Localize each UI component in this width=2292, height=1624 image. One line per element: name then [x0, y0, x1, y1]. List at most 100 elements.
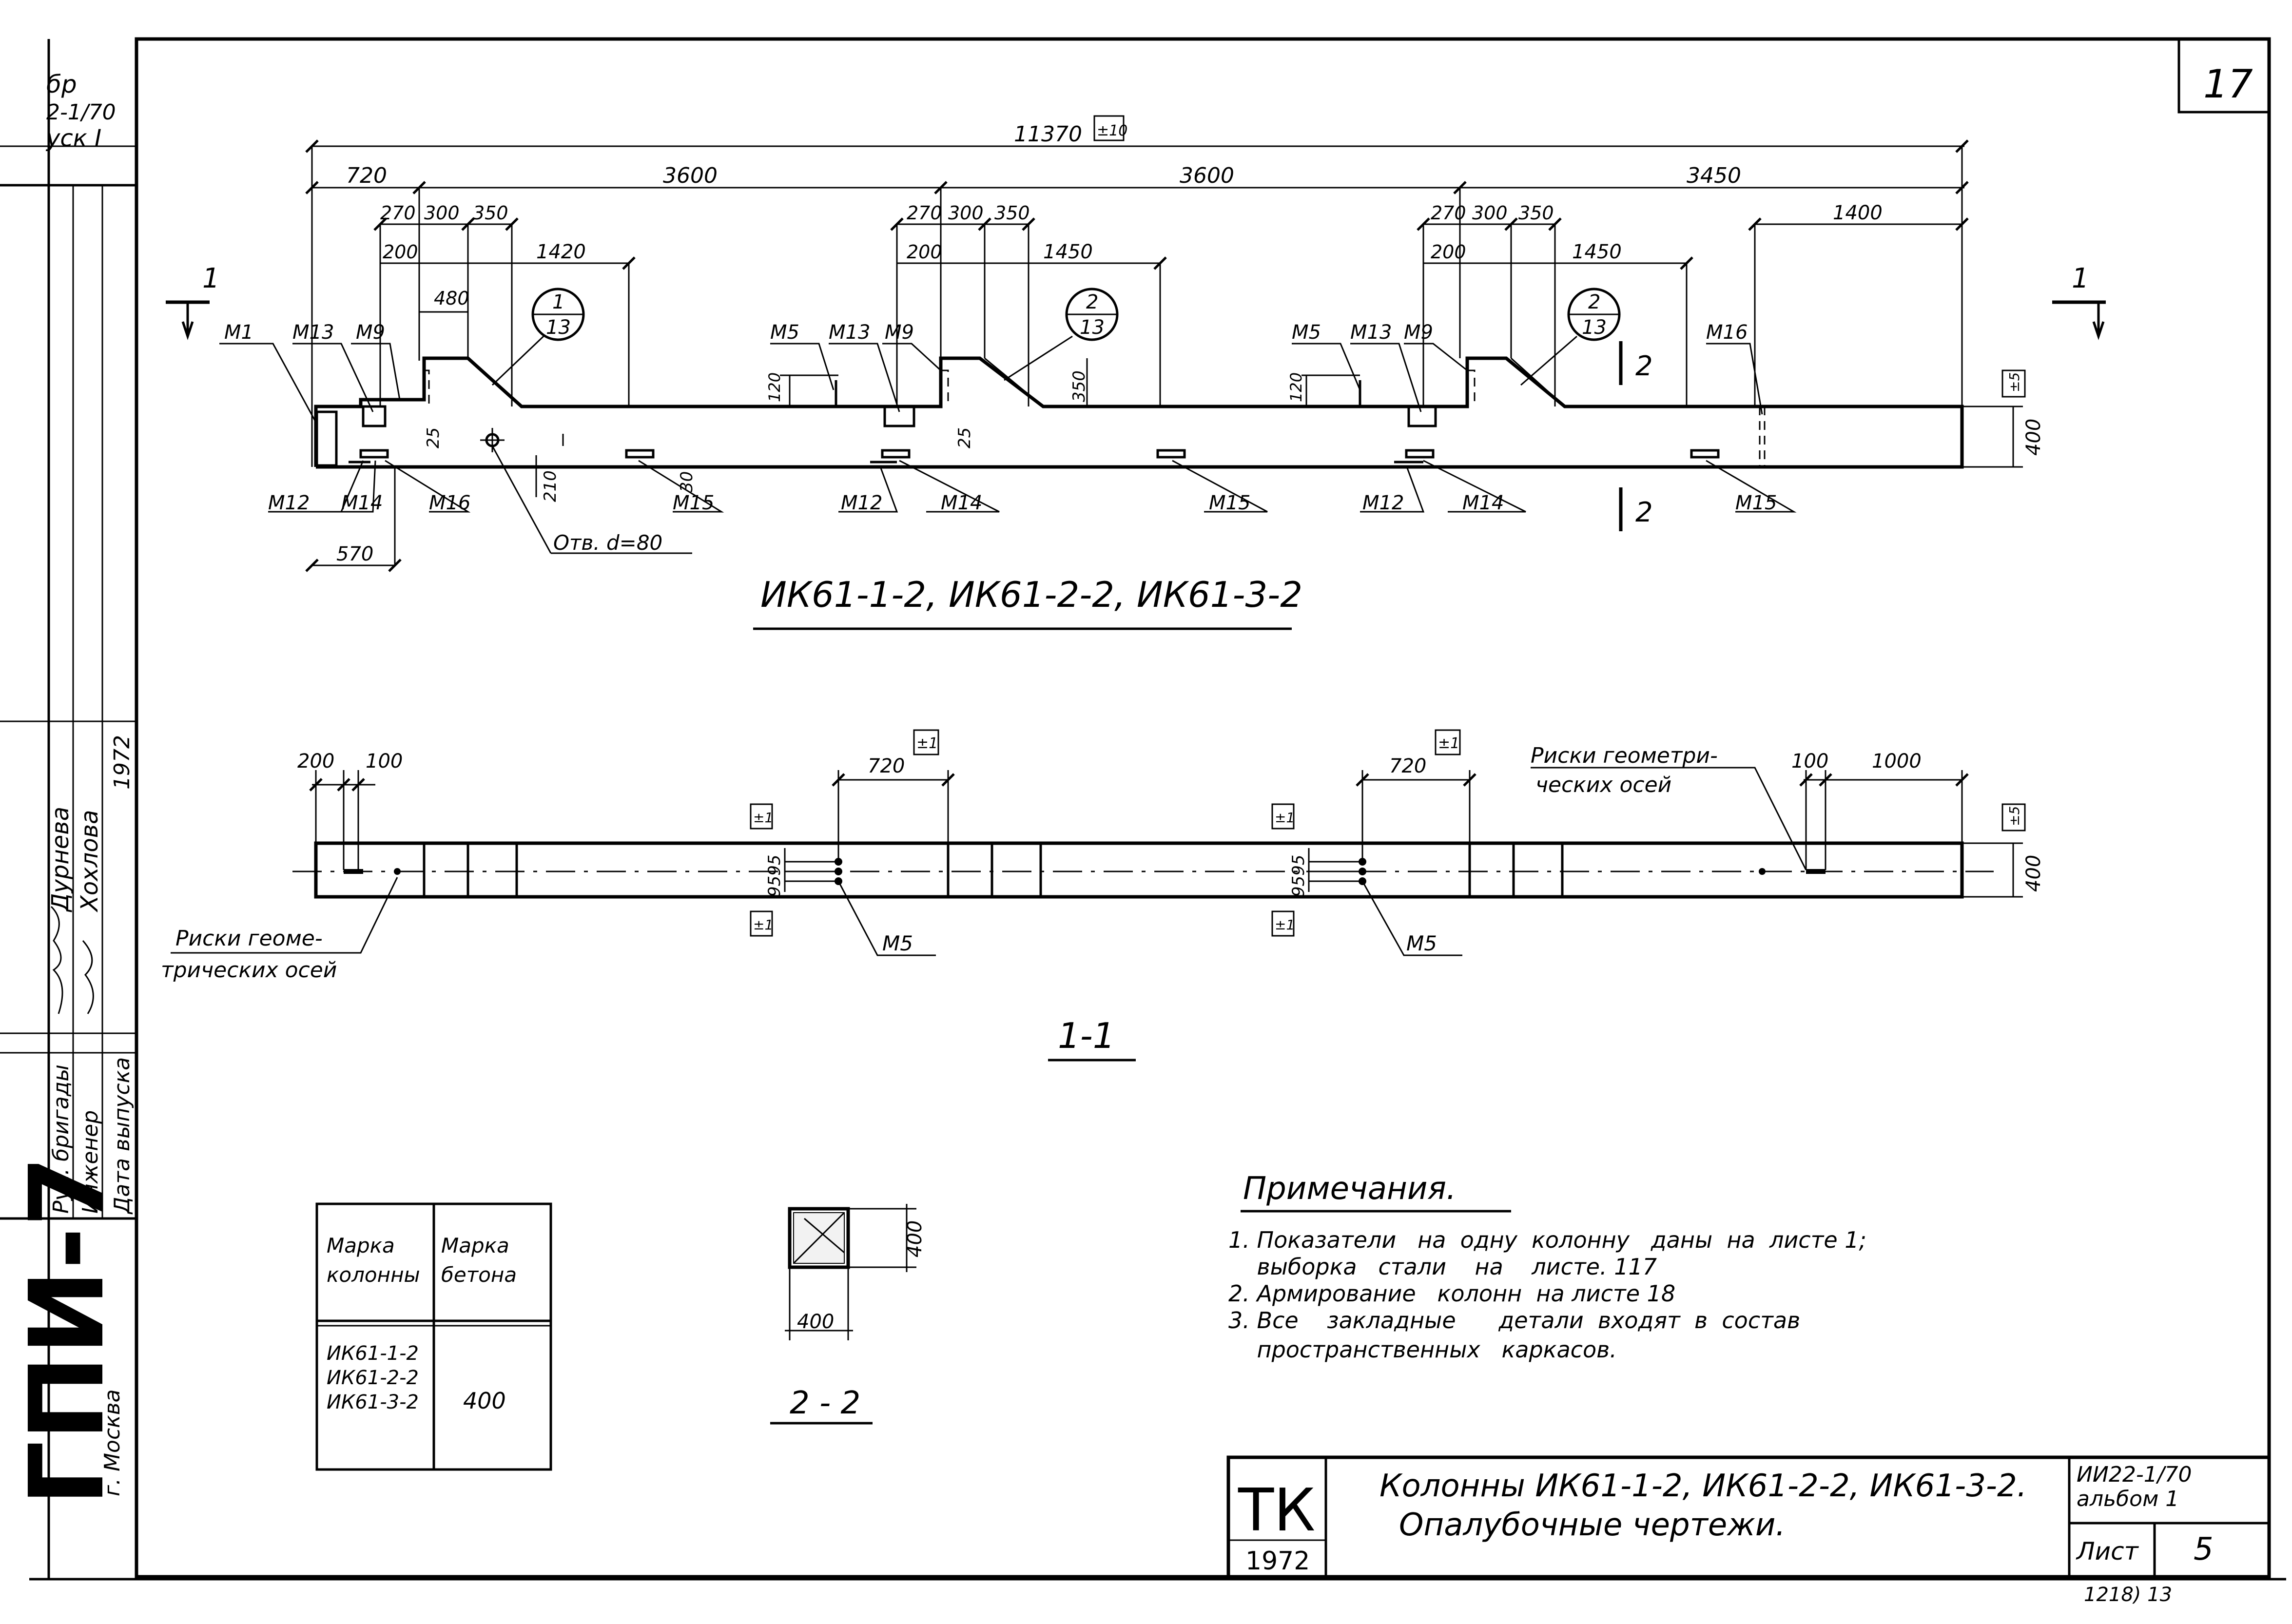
label-m13-3: М13: [1350, 321, 1392, 344]
label-m12-1: М12: [268, 492, 310, 514]
note-line-1: 1. Показатели на одну колонну даны на ли…: [1228, 1227, 1866, 1253]
plan-dim-height-400: 400: [2022, 855, 2045, 892]
dim-120-b: 120: [1287, 372, 1305, 402]
notes-title: Примечания.: [1243, 1171, 1456, 1207]
dim-25-a: 25: [424, 427, 443, 448]
svg-text:13: 13: [1582, 316, 1607, 339]
table-mark-1: ИК61-1-2: [327, 1342, 419, 1365]
dim-200-a: 200: [383, 241, 418, 263]
plan-note-left-2: трических осей: [161, 958, 337, 983]
plan-dimension-ticks: [309, 773, 1969, 792]
label-m5-2: М5: [1292, 321, 1321, 344]
sheet-corner-number: 17: [2203, 61, 2253, 107]
stamp-year: 1972: [110, 735, 135, 790]
label-m15-1: М15: [673, 492, 714, 514]
plan-note-right-1: Риски геометри-: [1531, 743, 1718, 768]
org-name: ГПИ-7: [7, 1156, 127, 1506]
label-m16-top: М16: [1706, 321, 1748, 344]
dim-270-a: 270: [380, 202, 416, 224]
elevation-title: ИК61-1-2, ИК61-2-2, ИК61-3-2: [760, 574, 1302, 615]
svg-text:13: 13: [1080, 316, 1105, 339]
left-stamp: бр 2-1/70 уск I Рук. бригады Инженер Дат…: [0, 39, 136, 1579]
label-m13-1: М13: [292, 321, 334, 344]
stamp-role-engineer: Инженер: [78, 1110, 103, 1214]
stamp-top-line-3: уск I: [45, 125, 101, 152]
elevation-view: 11370 ±10 720 3600 3600 3450 270 300 350…: [166, 115, 2106, 630]
svg-text:1: 1: [552, 291, 564, 313]
svg-text:1: 1: [2072, 263, 2089, 294]
plan-tol-f: ±1: [1275, 917, 1295, 933]
label-m16-bottom: М16: [429, 492, 470, 514]
dim-height-400: 400: [2022, 419, 2045, 456]
note-line-3: 2. Армирование колонн на листе 18: [1228, 1280, 1675, 1307]
org-city: г. Москва: [100, 1389, 125, 1496]
section-2-2: 400 400 2 - 2: [770, 1204, 926, 1425]
dim-480: 480: [434, 288, 469, 309]
title-block-line-1: Колонны ИК61-1-2, ИК61-2-2, ИК61-3-2.: [1379, 1468, 2027, 1504]
dim-350-a: 350: [473, 202, 508, 224]
svg-text:13: 13: [546, 316, 571, 339]
stamp-role-brigade: Рук. бригады: [49, 1064, 74, 1214]
title-block-series: ИИ22-1/70: [2077, 1462, 2192, 1487]
anchor-m13-3: [1407, 405, 1437, 427]
dim-200-b: 200: [907, 241, 942, 263]
plan-tol-d: ±1: [753, 917, 773, 933]
plan-axis-mark-left: [344, 869, 363, 874]
svg-text:2: 2: [1635, 350, 1653, 382]
plan-tol-a: ±1: [916, 735, 938, 752]
notes-block: Примечания. 1. Показатели на одну колонн…: [1228, 1171, 1866, 1363]
dim-1450-c: 1450: [1572, 241, 1622, 263]
stamp-name-2: Хохлова: [76, 810, 103, 913]
dim-seg-3600-1: 3600: [663, 163, 718, 188]
plan-label-m5-b: М5: [1406, 931, 1437, 955]
label-m13-2: М13: [829, 321, 870, 344]
dim-seg-3600-2: 3600: [1180, 163, 1234, 188]
dim-200-c: 200: [1431, 241, 1466, 263]
note-line-2: выборка стали на листе. 117: [1228, 1254, 1657, 1280]
dim-300-b: 300: [948, 202, 984, 224]
scan-note: 1218) 13: [2084, 1584, 2172, 1606]
section-marker-1-left: 1: [166, 263, 220, 340]
stamp-role-date: Дата выпуска: [110, 1057, 135, 1215]
stamp-top-line-2: 2-1/70: [46, 100, 116, 125]
dim-570: 570: [336, 543, 373, 565]
label-m1: М1: [224, 321, 253, 344]
section22-dim-height: 400: [904, 1220, 926, 1257]
dim-350-b: 350: [994, 202, 1030, 224]
plan-view-1-1: 200 100 720 720 ±1 ±1 ±1 ±1 ±1 ±1 9595 9…: [161, 729, 2045, 1062]
concrete-grade-table: Марка колонны Марка бетона ИК61-1-2 ИК61…: [315, 1202, 552, 1471]
plan-tol-e: ±1: [1275, 810, 1295, 826]
dim-seg-3450: 3450: [1687, 163, 1741, 188]
anchor-m13-1: [362, 405, 387, 427]
label-m14-2: М14: [941, 492, 982, 514]
elevation-dimension-lines: [311, 145, 2023, 566]
svg-text:2: 2: [1086, 291, 1098, 313]
plan-tol-c: ±1: [753, 810, 773, 826]
label-m14-1: М14: [341, 492, 383, 514]
section-marker-2: 2 2: [1619, 341, 1653, 531]
plan-axis-mark-right: [1806, 869, 1826, 874]
title-block-sheet-label: Лист: [2076, 1537, 2139, 1566]
sheet-frame: 17: [29, 37, 2286, 1581]
dim-height-tolerance: ±5: [2006, 372, 2022, 392]
plan-outline: [314, 841, 1964, 899]
dim-1400: 1400: [1833, 202, 1883, 224]
plan-dim-720-b: 720: [1389, 755, 1426, 777]
plan-dim-720-a: 720: [868, 755, 905, 777]
signature-2: [82, 940, 94, 1014]
table-header-concrete-1: Марка: [441, 1234, 509, 1257]
svg-text:2: 2: [1635, 497, 1653, 528]
plan-note-left-1: Риски геоме-: [175, 926, 323, 951]
plan-dim-100: 100: [366, 750, 403, 773]
label-m5-1: М5: [770, 321, 799, 344]
label-m12-3: М12: [1362, 492, 1404, 514]
title-block-line-2: Опалубочные чертежи.: [1399, 1507, 1786, 1543]
dim-25-b: 25: [955, 427, 974, 448]
table-header-column-2: колонны: [327, 1263, 420, 1287]
plan-m5-dots-a: [785, 858, 842, 885]
title-block-album: альбом 1: [2077, 1487, 2179, 1511]
section-marker-1-right: 1: [2052, 263, 2106, 340]
dim-seg-720: 720: [346, 163, 387, 188]
title-block: ТК 1972 Колонны ИК61-1-2, ИК61-2-2, ИК61…: [1226, 1455, 2271, 1579]
